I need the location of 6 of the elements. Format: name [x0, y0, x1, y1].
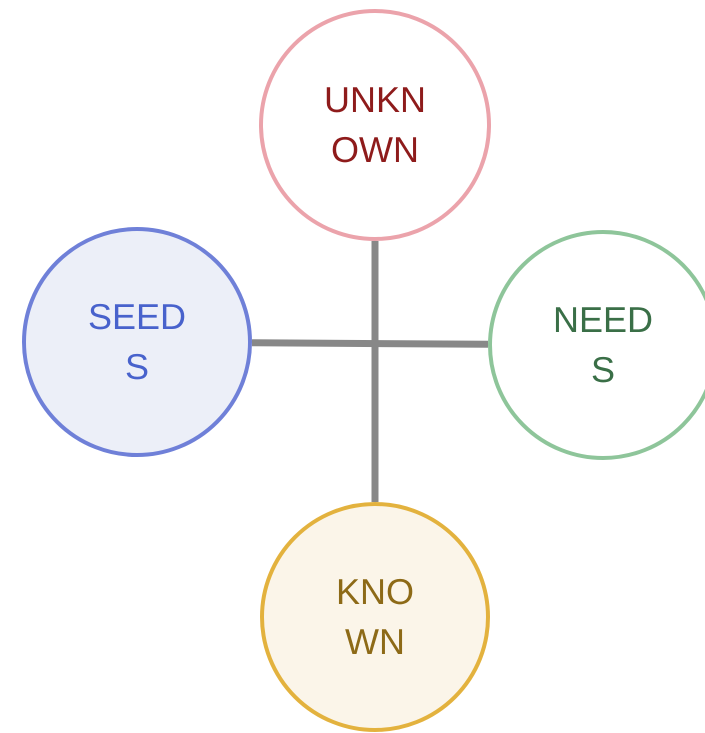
node-label: SEEDS — [86, 294, 188, 389]
node-label: UNKNOWN — [322, 78, 427, 172]
connector-line — [252, 339, 488, 348]
connector-line — [372, 241, 378, 502]
node-label: NEEDS — [552, 298, 654, 392]
node-label: KNOWN — [334, 570, 415, 664]
